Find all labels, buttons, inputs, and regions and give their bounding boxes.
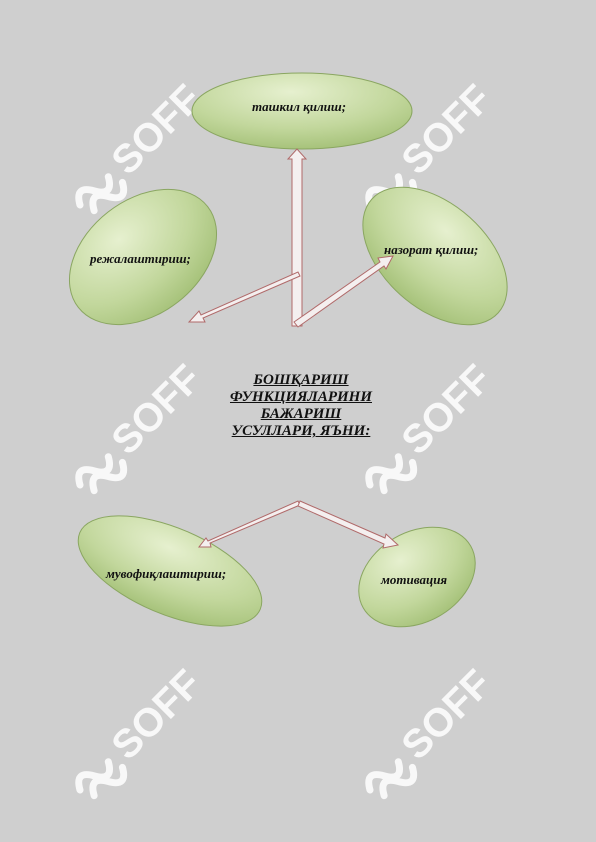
arrow-to-right	[293, 255, 394, 328]
ellipse-top	[191, 72, 413, 150]
node-label-top: ташкил қилиш;	[252, 99, 347, 114]
watermark-glyph-icon	[75, 758, 128, 800]
node-label-left: режалаштириш;	[90, 251, 191, 266]
ellipse-bottom-left	[77, 515, 263, 627]
watermark-logo: SOFF	[365, 662, 500, 800]
center-title-line-3: БАЖАРИШ	[260, 406, 342, 422]
node-label-bottom-right: мотивация	[381, 572, 448, 587]
arrows-bottom-group	[197, 500, 400, 549]
arrow-to-bottom-left	[197, 500, 301, 548]
watermark-logo: SOFF	[75, 662, 210, 800]
watermark-glyph-icon	[75, 173, 128, 215]
center-title-line-4: УСУЛЛАРИ, ЯЪНИ:	[231, 423, 371, 439]
watermark-glyph-icon	[365, 453, 418, 495]
center-title-line-2: ФУНКЦИЯЛАРИНИ	[229, 389, 372, 405]
watermark-glyph-icon	[365, 758, 418, 800]
arrow-to-bottom-right	[297, 500, 400, 549]
ellipse-bottom-right	[358, 526, 476, 628]
arrow-to-left	[187, 271, 301, 323]
arrows-top-group	[187, 148, 394, 328]
center-title-line-1: БОШҚАРИШ	[253, 372, 349, 388]
ellipse-left	[68, 188, 218, 326]
watermark-text: SOFF	[103, 77, 210, 184]
node-label-bottom-left: мувофиқлаштириш;	[106, 566, 227, 581]
watermark-text: SOFF	[393, 77, 500, 184]
arrow-to-top	[286, 148, 308, 327]
center-title: БОШҚАРИШ ФУНКЦИЯЛАРИНИ БАЖАРИШ УСУЛЛАРИ,…	[188, 372, 414, 440]
watermark-text: SOFF	[393, 662, 500, 769]
watermark-text: SOFF	[103, 662, 210, 769]
node-label-right: назорат қилиш;	[384, 242, 479, 257]
ellipse-right	[362, 186, 508, 326]
watermark-glyph-icon	[75, 453, 128, 495]
